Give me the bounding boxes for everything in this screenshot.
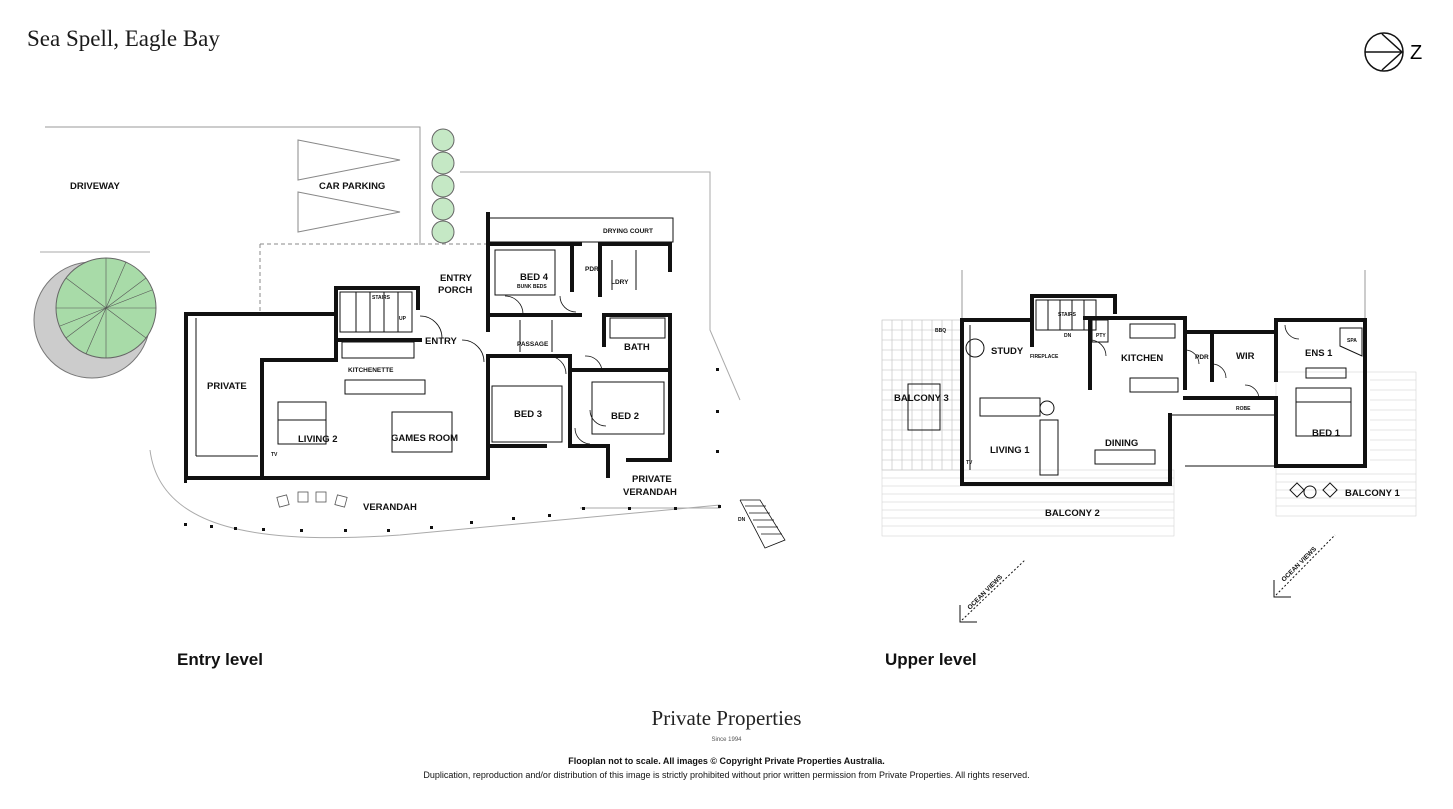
label-robe: ROBE (1236, 406, 1251, 412)
disclaimer-bold: Flooplan not to scale. All images © Copy… (568, 756, 885, 766)
label-games-room: GAMES ROOM (391, 433, 458, 444)
label-bunk-beds: BUNK BEDS (517, 284, 547, 290)
label-bed2: BED 2 (611, 411, 639, 422)
label-living2: LIVING 2 (298, 434, 338, 445)
label-dining: DINING (1105, 438, 1138, 449)
label-balcony1: BALCONY 1 (1345, 488, 1400, 499)
label-private-verandah-2: VERANDAH (623, 487, 677, 498)
label-stairs-entry: STAIRS (372, 295, 391, 301)
label-fireplace: FIREPLACE (1030, 354, 1059, 360)
label-ldry: LDRY (611, 279, 629, 286)
label-kitchenette: KITCHENETTE (348, 367, 394, 374)
label-balcony2: BALCONY 2 (1045, 508, 1100, 519)
entry-level-label: Entry level (177, 650, 263, 669)
upper-level-plan: BBQ STAIRS DN STUDY FIREPLACE PTY KITCHE… (881, 270, 1417, 623)
label-verandah: VERANDAH (363, 502, 417, 513)
label-bed4: BED 4 (520, 272, 549, 283)
north-label: Z (1410, 42, 1422, 64)
label-ocean-views-1: OCEAN VIEWS (966, 573, 1004, 611)
brand-since: Since 1994 (711, 737, 742, 743)
label-dn-entry: DN (738, 517, 746, 523)
label-tv-upper: TV (966, 460, 973, 466)
label-pdr-upper: PDR (1195, 354, 1209, 361)
tree-icon (33, 257, 157, 379)
entry-level-plan: DRIVEWAY CAR PARKING DRYING COURT ENTRY … (33, 126, 786, 549)
label-entry: ENTRY (425, 336, 458, 347)
label-private: PRIVATE (207, 381, 247, 392)
label-balcony3: BALCONY 3 (894, 393, 949, 404)
label-entry-porch-2: PORCH (438, 285, 472, 296)
label-kitchen: KITCHEN (1121, 353, 1163, 364)
label-bath: BATH (624, 342, 650, 353)
label-ocean-views-2: OCEAN VIEWS (1280, 545, 1318, 583)
label-pdr-entry: PDR (585, 266, 599, 273)
label-entry-porch: ENTRY (440, 273, 473, 284)
label-bbq: BBQ (935, 328, 946, 334)
upper-level-label: Upper level (885, 650, 977, 669)
label-driveway: DRIVEWAY (70, 181, 120, 192)
label-car-parking: CAR PARKING (319, 181, 385, 192)
hedge-icon (431, 128, 455, 244)
label-bed3: BED 3 (514, 409, 542, 420)
label-passage: PASSAGE (517, 341, 549, 348)
label-wir: WIR (1236, 351, 1255, 362)
disclaimer: Duplication, reproduction and/or distrib… (423, 770, 1030, 780)
label-stairs-upper: STAIRS (1058, 312, 1077, 318)
label-dn-upper: DN (1064, 333, 1072, 339)
label-spa: SPA (1347, 338, 1357, 344)
label-ens1: ENS 1 (1305, 348, 1333, 359)
label-tv-entry: TV (271, 452, 278, 458)
brand-logo: Private Properties (651, 706, 802, 730)
label-pty: PTY (1096, 333, 1106, 339)
label-living1: LIVING 1 (990, 445, 1030, 456)
label-bed1: BED 1 (1312, 428, 1341, 439)
north-arrow-icon: Z (1364, 32, 1422, 72)
label-private-verandah: PRIVATE (632, 474, 672, 485)
label-study: STUDY (991, 346, 1024, 357)
label-up: UP (399, 316, 407, 322)
floorplan-drawing: DRIVEWAY CAR PARKING DRYING COURT ENTRY … (33, 126, 1417, 623)
page-title: Sea Spell, Eagle Bay (27, 26, 220, 51)
label-drying-court: DRYING COURT (603, 228, 653, 235)
